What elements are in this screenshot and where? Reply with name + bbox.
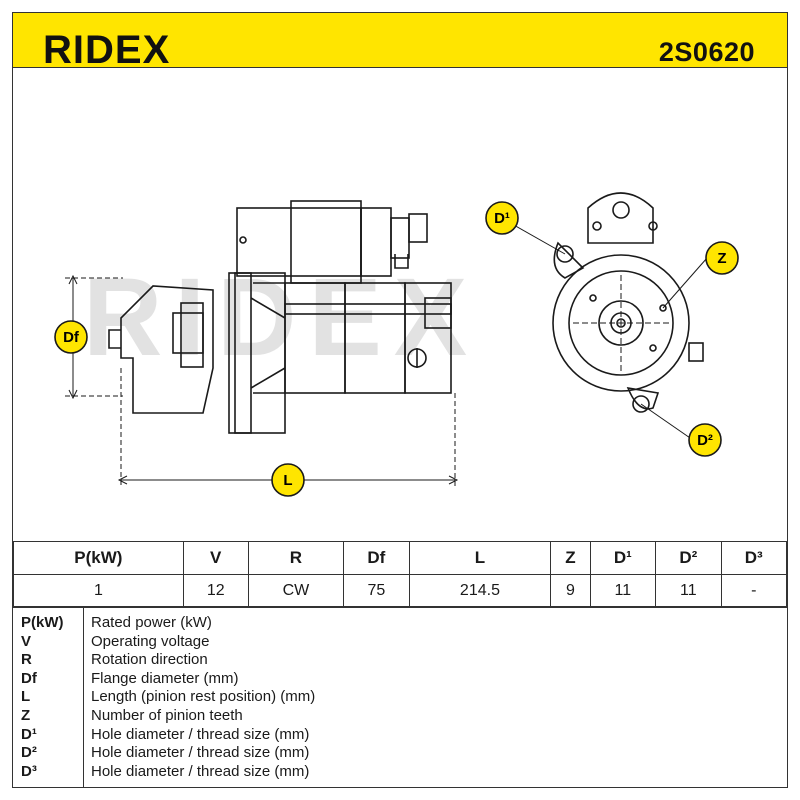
callout-df: Df	[54, 320, 88, 354]
callouts: D¹ Z Df D² L	[54, 201, 739, 497]
spec-header-cell: R	[247, 541, 345, 575]
callout-z-label: Z	[717, 250, 726, 267]
brand-logo-text: RIDEX	[43, 31, 170, 69]
legend-item: R Rotation direction	[13, 651, 787, 670]
spec-header-cell: Df	[343, 541, 410, 575]
spec-header-row: P(kW) V R Df L Z D¹ D² D³	[13, 541, 788, 575]
legend-abbr: D³	[21, 762, 37, 780]
spec-header-cell: D²	[655, 541, 722, 575]
spec-value-cell: 11	[655, 574, 722, 607]
header-bar: RIDEX 2S0620	[13, 13, 787, 69]
spec-value-cell: -	[720, 574, 788, 607]
spec-header-cell: L	[408, 541, 552, 575]
legend-abbr: D¹	[21, 725, 37, 743]
legend: P(kW) Rated power (kW) V Operating volta…	[13, 607, 787, 788]
legend-desc: Rotation direction	[91, 651, 208, 669]
callout-z: Z	[705, 241, 739, 275]
watermark-logo: RIDEX	[83, 256, 479, 379]
spec-value-cell: CW	[247, 574, 345, 607]
legend-item: V Operating voltage	[13, 633, 787, 652]
legend-divider	[83, 608, 84, 788]
page-frame	[12, 12, 788, 788]
legend-desc: Hole diameter / thread size (mm)	[91, 744, 310, 762]
legend-abbr: L	[21, 688, 31, 706]
starter-side-view	[108, 200, 452, 434]
legend-item: Z Number of pinion teeth	[13, 707, 787, 726]
legend-abbr: Z	[21, 707, 31, 724]
technical-drawing: RIDEX	[54, 192, 739, 497]
callout-l: L	[271, 463, 305, 497]
part-number: 2S0620	[658, 37, 755, 67]
legend-desc: Hole diameter / thread size (mm)	[91, 762, 310, 780]
spec-table: P(kW) V R Df L Z D¹ D² D³ 1 12 CW 75 214…	[13, 541, 788, 607]
legend-abbr: V	[21, 632, 32, 650]
spec-value-cell: 11	[589, 574, 657, 607]
legend-desc: Hole diameter / thread size (mm)	[91, 725, 310, 743]
legend-desc: Number of pinion teeth	[91, 707, 243, 724]
legend-desc: Length (pinion rest position) (mm)	[91, 688, 316, 706]
callout-d1: D¹	[485, 201, 519, 235]
spec-value-cell: 214.5	[408, 574, 552, 607]
legend-item: D³ Hole diameter / thread size (mm)	[13, 763, 787, 782]
legend-desc: Rated power (kW)	[91, 614, 212, 631]
spec-header-cell: D³	[720, 541, 788, 575]
callout-l-label: L	[283, 472, 292, 489]
brand-logo: RIDEX	[43, 31, 170, 69]
legend-item: Df Flange diameter (mm)	[13, 670, 787, 689]
legend-desc: Operating voltage	[91, 632, 210, 650]
legend-abbr: R	[21, 651, 32, 669]
legend-abbr: D²	[21, 744, 37, 762]
spec-header-cell: D¹	[589, 541, 657, 575]
callout-d2-label: D²	[697, 432, 713, 449]
spec-header-cell: V	[182, 541, 249, 575]
spec-header-cell: P(kW)	[13, 541, 184, 575]
spec-header-cell: Z	[550, 541, 591, 575]
legend-abbr: Df	[21, 669, 37, 687]
callout-d2: D²	[688, 423, 722, 457]
spec-value-cell: 12	[182, 574, 249, 607]
spec-value-row: 1 12 CW 75 214.5 9 11 11 -	[13, 574, 788, 607]
legend-item: D¹ Hole diameter / thread size (mm)	[13, 726, 787, 745]
callout-d1-label: D¹	[494, 210, 510, 227]
legend-desc: Flange diameter (mm)	[91, 669, 239, 687]
legend-item: D² Hole diameter / thread size (mm)	[13, 744, 787, 763]
legend-item: P(kW) Rated power (kW)	[13, 614, 787, 633]
spec-value-cell: 1	[13, 574, 184, 607]
starter-end-view	[552, 192, 704, 413]
spec-value-cell: 75	[343, 574, 410, 607]
spec-value-cell: 9	[550, 574, 591, 607]
legend-item: L Length (pinion rest position) (mm)	[13, 688, 787, 707]
callout-df-label: Df	[63, 329, 80, 346]
legend-abbr: P(kW)	[21, 614, 64, 631]
